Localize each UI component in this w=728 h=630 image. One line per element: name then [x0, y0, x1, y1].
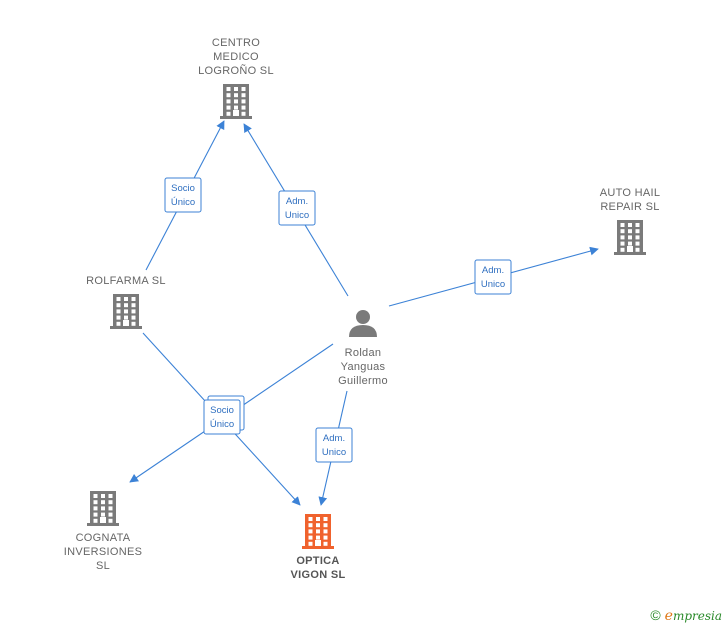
brand-logo-rest: mpresia	[672, 609, 722, 623]
edge-label-text: Adm.	[482, 265, 504, 276]
edge-label-text: Adm.	[286, 196, 308, 207]
building-icon	[87, 491, 119, 526]
node-label: ROLFARMA SL	[86, 275, 166, 287]
node-label: AUTO HAIL	[600, 187, 661, 199]
edge-label-text: Único	[171, 197, 195, 208]
edge-label-text: Único	[210, 419, 234, 430]
node-label: CENTRO	[212, 37, 260, 49]
edge-label-text: Unico	[285, 210, 309, 221]
person-icon	[349, 310, 377, 337]
copyright-icon: ©	[650, 607, 661, 623]
building-icon	[614, 220, 646, 255]
node-label: Yanguas	[341, 361, 386, 373]
node-label: REPAIR SL	[600, 201, 659, 213]
node-rolfarma[interactable]: ROLFARMA SL	[86, 275, 166, 329]
node-label: OPTICA	[296, 555, 339, 567]
building-icon	[302, 514, 334, 549]
node-label: LOGROÑO SL	[198, 64, 274, 77]
node-label: Roldan	[345, 347, 382, 359]
building-icon	[110, 294, 142, 329]
edge-label-text: Adm.	[323, 433, 345, 444]
edge-label-roldan-to-centro_medico[interactable]: Adm. Unico	[278, 190, 316, 226]
node-label: SL	[96, 560, 110, 572]
node-label: COGNATA	[76, 532, 131, 544]
building-icon	[220, 84, 252, 119]
edge-label-text: Socio	[210, 405, 234, 416]
edge-label-roldan-to-auto_hail[interactable]: Adm. Unico	[474, 259, 512, 295]
edge-label-text: Unico	[322, 447, 346, 458]
node-label: MEDICO	[213, 51, 259, 63]
node-optica[interactable]: OPTICA VIGON SL	[291, 514, 346, 581]
edge-label-text: Socio	[171, 183, 195, 194]
edge-label-roldan-to-optica[interactable]: Adm. Unico	[315, 427, 353, 463]
node-label: Guillermo	[338, 375, 388, 387]
node-label: INVERSIONES	[64, 546, 143, 558]
node-cognata[interactable]: COGNATA INVERSIONES SL	[64, 491, 143, 572]
node-auto_hail[interactable]: AUTO HAIL REPAIR SL	[600, 187, 661, 255]
node-label: VIGON SL	[291, 569, 346, 581]
edge-label-text: Unico	[481, 279, 505, 290]
brand-logo-e: e	[664, 608, 673, 624]
brand-footer: ©empresia	[650, 607, 722, 624]
